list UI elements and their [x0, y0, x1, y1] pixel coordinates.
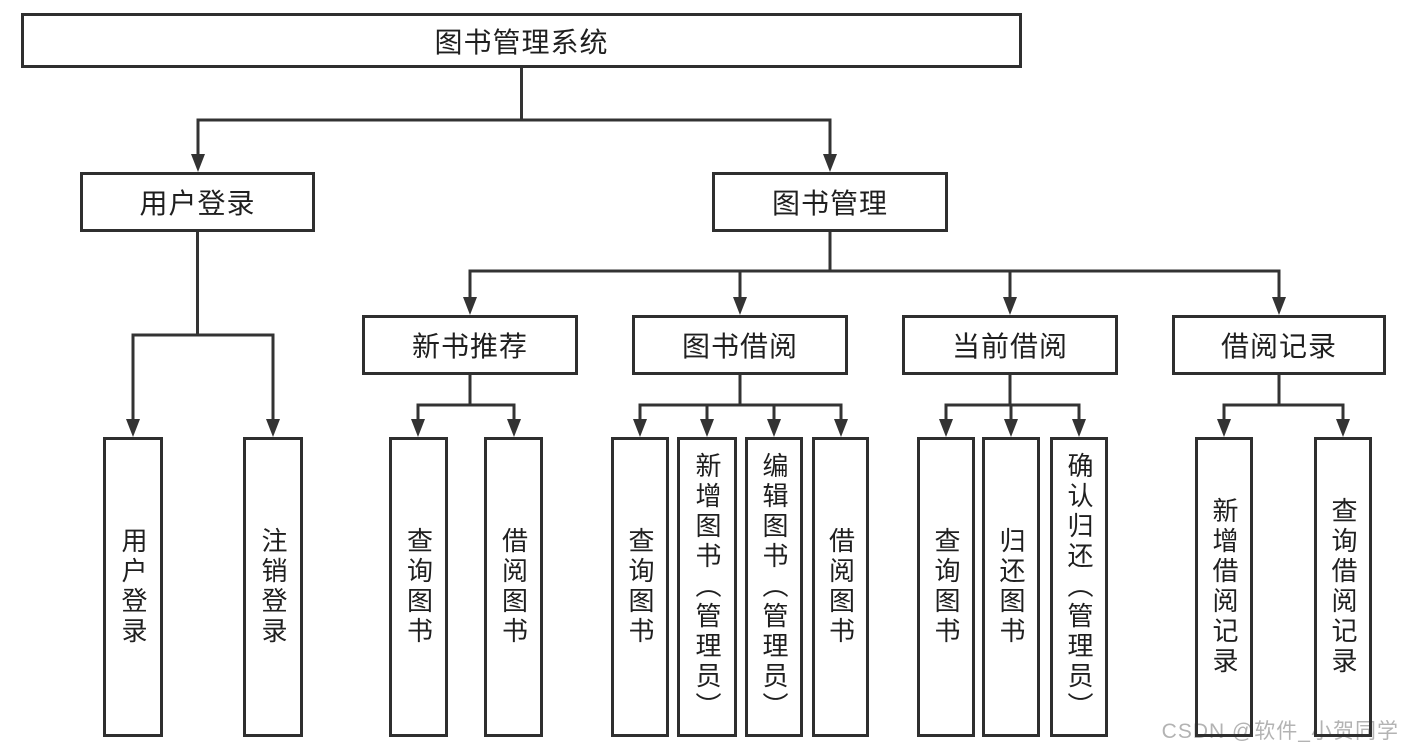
leaf-label: 查询图书 — [403, 527, 434, 647]
leaf-label: 新增图书（管理员） — [692, 452, 722, 722]
node-current-borrowing: 当前借阅 — [902, 315, 1118, 375]
leaf-query-books: 查询图书 — [389, 437, 448, 737]
leaf-label: 借阅图书 — [825, 527, 856, 647]
csdn-watermark: CSDN @软件_小贺同学 — [1161, 720, 1399, 743]
node-label: 新书推荐 — [411, 331, 528, 362]
leaf-label: 用户登录 — [118, 527, 148, 647]
leaf-label: 查询借阅记录 — [1328, 497, 1358, 677]
leaf-label: 归还图书 — [996, 527, 1026, 647]
node-borrowing-records: 借阅记录 — [1172, 315, 1386, 375]
node-label: 当前借阅 — [951, 331, 1068, 362]
node-label: 图书借阅 — [681, 331, 798, 362]
leaf-label: 借阅图书 — [498, 527, 529, 647]
leaf-label: 查询图书 — [625, 527, 655, 647]
leaf-label: 新增借阅记录 — [1209, 497, 1239, 677]
leaf-confirm-return-admin: 确认归还（管理员） — [1050, 437, 1108, 737]
node-new-book-recommendation: 新书推荐 — [362, 315, 578, 375]
leaf-return-books: 归还图书 — [982, 437, 1040, 737]
leaf-query-books: 查询图书 — [611, 437, 669, 737]
node-book-borrowing: 图书借阅 — [632, 315, 848, 375]
leaf-borrow-books: 借阅图书 — [484, 437, 543, 737]
leaf-borrow-books: 借阅图书 — [812, 437, 869, 737]
node-book-management: 图书管理 — [712, 172, 948, 232]
node-user-login: 用户登录 — [80, 172, 315, 232]
leaf-edit-book-admin: 编辑图书（管理员） — [745, 437, 803, 737]
node-label: 图书管理系统 — [434, 26, 609, 58]
leaf-query-borrow-record: 查询借阅记录 — [1314, 437, 1372, 737]
leaf-query-books: 查询图书 — [917, 437, 975, 737]
node-label: 借阅记录 — [1220, 331, 1337, 362]
leaf-logout: 注销登录 — [243, 437, 303, 737]
leaf-label: 确认归还（管理员） — [1064, 452, 1094, 722]
leaf-add-borrow-record: 新增借阅记录 — [1195, 437, 1253, 737]
node-library-management-system: 图书管理系统 — [21, 13, 1022, 68]
leaf-label: 查询图书 — [931, 527, 961, 647]
leaf-label: 编辑图书（管理员） — [759, 452, 789, 722]
leaf-label: 注销登录 — [258, 527, 288, 647]
node-label: 用户登录 — [139, 188, 256, 219]
leaf-user-login: 用户登录 — [103, 437, 163, 737]
node-label: 图书管理 — [771, 188, 888, 219]
connector-segments — [131, 66, 1345, 425]
leaf-add-book-admin: 新增图书（管理员） — [677, 437, 737, 737]
